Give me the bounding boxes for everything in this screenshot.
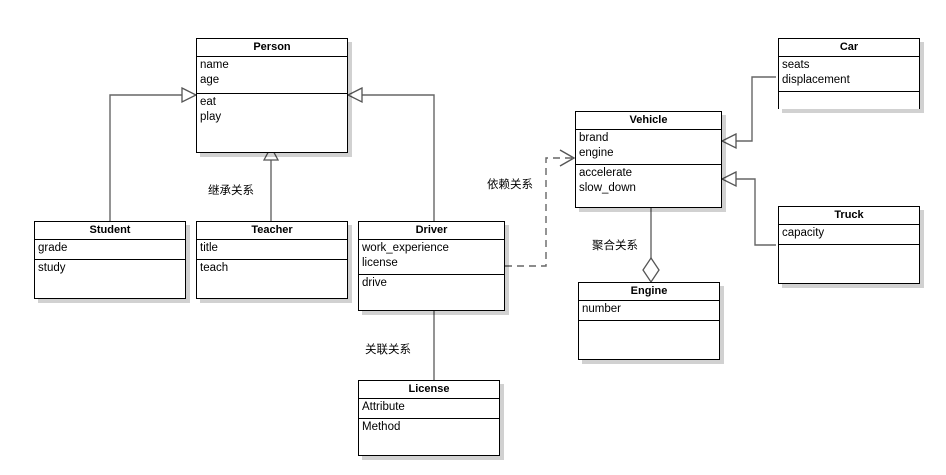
method-row: teach	[200, 262, 229, 274]
edge-label-aggregation: 聚合关系	[592, 238, 638, 252]
attribute-row: engine	[579, 147, 614, 159]
edge-driver-to-person	[346, 86, 435, 221]
class-title-driver: Driver	[359, 222, 504, 240]
class-box-license[interactable]: License Attribute Method	[358, 380, 500, 456]
edge-label-inheritance: 继承关系	[208, 183, 254, 197]
class-attributes-driver: work_experience license	[359, 240, 504, 275]
attribute-row: name	[200, 59, 229, 71]
class-attributes-vehicle: brand engine	[576, 130, 721, 165]
attribute-row: age	[200, 74, 220, 86]
attribute-row: Attribute	[362, 401, 405, 413]
class-box-engine[interactable]: Engine number	[578, 282, 720, 360]
class-methods-truck	[779, 245, 919, 283]
class-box-student[interactable]: Student grade study	[34, 221, 186, 299]
attribute-row: displacement	[782, 74, 850, 86]
method-row: eat	[200, 96, 216, 108]
method-row: slow_down	[579, 182, 636, 194]
attribute-row: license	[362, 257, 398, 269]
method-row: play	[200, 111, 222, 123]
edge-student-to-person	[109, 86, 198, 221]
class-box-teacher[interactable]: Teacher title teach	[196, 221, 348, 299]
class-title-car: Car	[779, 39, 919, 57]
edge-vehicle-to-engine	[642, 208, 660, 284]
method-row: Method	[362, 421, 401, 433]
class-title-truck: Truck	[779, 207, 919, 225]
attribute-row: capacity	[782, 227, 825, 239]
class-attributes-teacher: title	[197, 240, 347, 260]
class-attributes-car: seats displacement	[779, 57, 919, 92]
edge-driver-to-vehicle	[505, 149, 576, 267]
attribute-row: grade	[38, 242, 68, 254]
class-methods-driver: drive	[359, 275, 504, 310]
class-methods-student: study	[35, 260, 185, 298]
class-title-vehicle: Vehicle	[576, 112, 721, 130]
method-row: drive	[362, 277, 387, 289]
class-box-person[interactable]: Person name age eat play	[196, 38, 348, 153]
class-title-license: License	[359, 381, 499, 399]
attribute-row: brand	[579, 132, 609, 144]
attribute-row: work_experience	[362, 242, 449, 254]
attribute-row: seats	[782, 59, 810, 71]
class-attributes-truck: capacity	[779, 225, 919, 245]
class-box-vehicle[interactable]: Vehicle brand engine accelerate slow_dow…	[575, 111, 722, 208]
edge-car-to-vehicle	[720, 76, 776, 150]
class-title-teacher: Teacher	[197, 222, 347, 240]
attribute-row: title	[200, 242, 218, 254]
class-methods-license: Method	[359, 419, 499, 455]
class-methods-engine	[579, 321, 719, 359]
edge-truck-to-vehicle	[720, 170, 776, 246]
class-box-driver[interactable]: Driver work_experience license drive	[358, 221, 505, 311]
class-box-truck[interactable]: Truck capacity	[778, 206, 920, 284]
method-row: study	[38, 262, 66, 274]
class-box-car[interactable]: Car seats displacement	[778, 38, 920, 109]
class-attributes-engine: number	[579, 301, 719, 321]
class-title-person: Person	[197, 39, 347, 57]
class-attributes-person: name age	[197, 57, 347, 94]
class-title-student: Student	[35, 222, 185, 240]
class-attributes-license: Attribute	[359, 399, 499, 419]
class-title-engine: Engine	[579, 283, 719, 301]
attribute-row: number	[582, 303, 621, 315]
class-methods-car	[779, 92, 919, 109]
edge-teacher-to-person	[262, 145, 280, 221]
edge-label-association: 关联关系	[365, 342, 411, 356]
class-methods-teacher: teach	[197, 260, 347, 298]
class-methods-vehicle: accelerate slow_down	[576, 165, 721, 207]
edge-label-dependency: 依赖关系	[487, 177, 533, 191]
class-attributes-student: grade	[35, 240, 185, 260]
class-methods-person: eat play	[197, 94, 347, 152]
method-row: accelerate	[579, 167, 633, 179]
